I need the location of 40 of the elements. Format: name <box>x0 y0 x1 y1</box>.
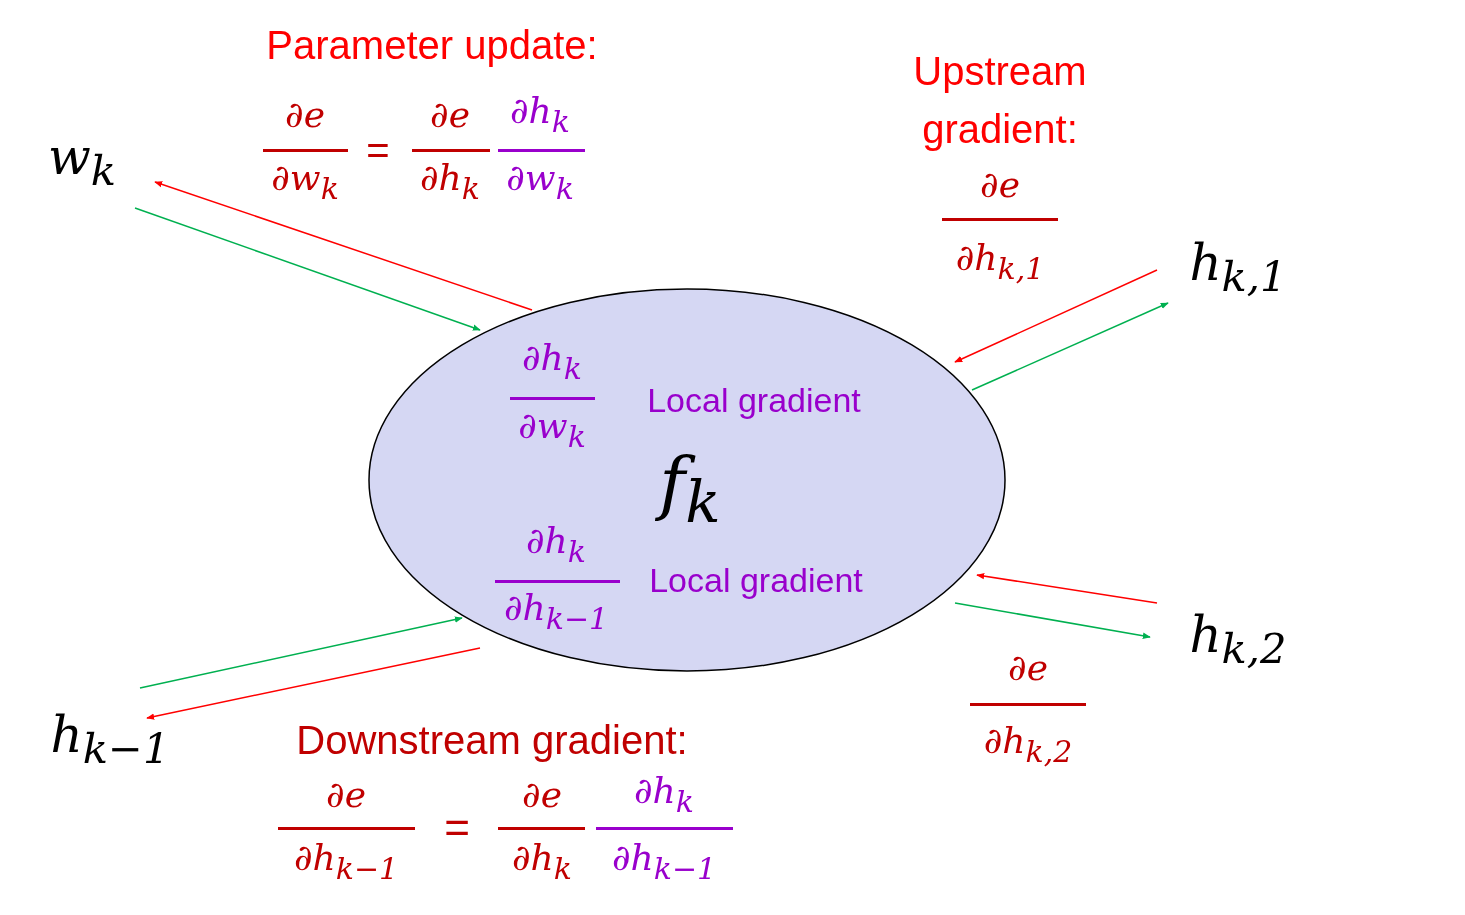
fraction-numerator: ∂h$_{k}$ <box>526 523 586 567</box>
fraction-denominator: ∂h$_{k,2}$ <box>983 723 1073 767</box>
fraction-numerator: ∂h$_{k}$ <box>510 93 570 137</box>
heading: Downstream gradient: <box>296 720 688 760</box>
fraction-denominator: ∂h$_{k,1}$ <box>955 240 1045 284</box>
fraction-numerator: ∂e <box>522 777 562 813</box>
fraction-denominator: ∂w$_{k}$ <box>518 408 586 452</box>
variable-label: h$_{k−1}$ <box>50 710 170 770</box>
heading: Upstream gradient: <box>912 48 1088 153</box>
arrow <box>954 269 1158 363</box>
equals-sign: = <box>444 806 470 850</box>
fraction-numerator: ∂e <box>1008 650 1048 686</box>
fraction-numerator: ∂e <box>285 97 325 133</box>
arrow <box>954 602 1151 639</box>
fraction-numerator: ∂e <box>980 167 1020 203</box>
fraction-numerator: ∂h$_{k}$ <box>634 773 694 817</box>
arrow <box>139 616 463 689</box>
fraction-denominator: ∂w$_{k}$ <box>271 160 339 204</box>
fraction-numerator: ∂h$_{k}$ <box>522 340 582 384</box>
local-gradient-label: Local gradient <box>649 563 863 597</box>
arrow <box>146 647 481 720</box>
fraction-numerator: ∂e <box>430 97 470 133</box>
variable-label: h$_{k,2}$ <box>1189 610 1287 670</box>
variable-label: h$_{k,1}$ <box>1189 238 1287 298</box>
fraction-denominator: ∂h$_{k−1}$ <box>611 840 717 884</box>
fraction-denominator: ∂h$_{k}$ <box>420 160 480 204</box>
fraction-numerator: ∂e <box>326 777 366 813</box>
arrow <box>154 181 533 311</box>
arrow <box>134 207 481 331</box>
heading: Parameter update: <box>266 25 598 65</box>
variable-label: w$_{k}$ <box>47 132 117 192</box>
arrow <box>971 302 1169 391</box>
fraction-denominator: ∂w$_{k}$ <box>506 160 574 204</box>
local-gradient-label: Local gradient <box>647 383 861 417</box>
fraction-denominator: ∂h$_{k−1}$ <box>293 840 399 884</box>
equals-sign: = <box>366 130 390 170</box>
fraction-denominator: ∂h$_{k}$ <box>512 840 572 884</box>
function-ellipse <box>368 288 1006 672</box>
fraction-denominator: ∂h$_{k−1}$ <box>503 590 609 634</box>
arrow <box>976 572 1158 604</box>
